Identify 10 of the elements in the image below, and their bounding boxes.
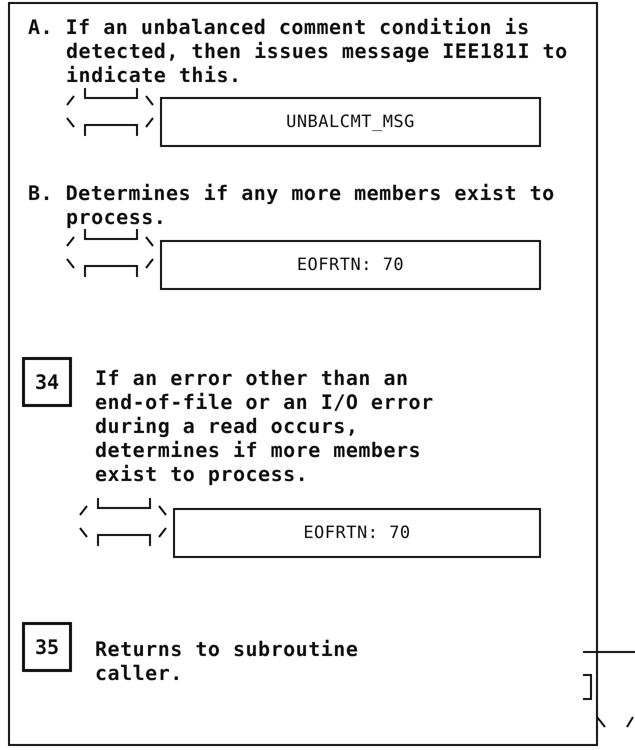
panel-frame bbox=[8, 2, 598, 746]
description-text: A. If an unbalanced comment condition is detected, then issues message IEE181I to indicate this. bbox=[28, 15, 569, 87]
module-box: EOFRTN: 70 bbox=[173, 508, 541, 558]
module-box: EOFRTN: 70 bbox=[160, 240, 541, 290]
step-number: 35 bbox=[22, 622, 72, 672]
step-description: Returns to subroutine caller. bbox=[95, 637, 360, 685]
step-description: If an error other than an end-of-file or an I/O error during a read occurs, determines if more members exist to process. bbox=[95, 366, 435, 486]
module-box: UNBALCMT_MSG bbox=[160, 97, 541, 147]
description-text: B. Determines if any more members exist to process. bbox=[28, 181, 556, 229]
step-number: 34 bbox=[22, 357, 72, 407]
